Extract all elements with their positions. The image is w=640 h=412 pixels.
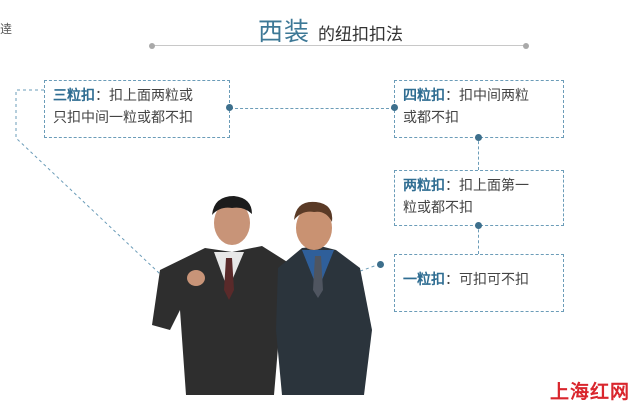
site-watermark: 上海红网 (549, 381, 630, 403)
right-man-hair (294, 201, 333, 222)
one-button-sep: ： (445, 272, 459, 288)
left-man-head (214, 201, 250, 245)
four-button-box: 四粒扣：扣中间两粒 或都不扣 (394, 80, 564, 138)
left-man-hand (187, 270, 205, 286)
connector-two-one (478, 224, 479, 254)
four-button-sep: ： (445, 88, 459, 104)
three-button-text1: 扣上面两粒或 (109, 88, 193, 104)
title-main: 西装 (258, 17, 311, 46)
left-man-hair (212, 196, 252, 215)
right-man-head (296, 206, 332, 250)
two-button-text1: 扣上面第一 (459, 178, 529, 194)
connector-three-to-figure (15, 89, 231, 341)
three-button-line1: 三粒扣：扣上面两粒或 (53, 85, 221, 107)
four-button-text2: 或都不扣 (403, 110, 459, 126)
three-button-text2: 只扣中间一粒或都不扣 (53, 110, 193, 126)
divider-dot-left (149, 43, 155, 49)
four-button-dot-left (391, 104, 398, 111)
one-button-text: 可扣可不扣 (459, 272, 529, 288)
two-button-text2: 粒或都不扣 (403, 200, 473, 216)
left-man-tie (224, 258, 234, 300)
title-sub: 的纽扣扣法 (318, 25, 404, 45)
one-button-box: 一粒扣：可扣可不扣 (394, 254, 564, 312)
three-button-key: 三粒扣 (53, 88, 95, 104)
two-button-key: 两粒扣 (403, 178, 445, 194)
right-man-suit (276, 246, 372, 395)
four-button-text1: 扣中间两粒 (459, 88, 529, 104)
two-button-box: 两粒扣：扣上面第一 粒或都不扣 (394, 170, 564, 226)
connector-four-two (478, 136, 479, 170)
four-button-key: 四粒扣 (403, 88, 445, 104)
connector-three-four (230, 108, 394, 109)
four-button-dot-bottom (475, 134, 482, 141)
three-button-dot (226, 104, 233, 111)
one-button-key: 一粒扣 (403, 272, 445, 288)
page-title: 西装的纽扣扣法 (258, 12, 403, 48)
divider-dot-right (523, 43, 529, 49)
two-button-sep: ： (445, 178, 459, 194)
three-button-sep: ： (95, 88, 109, 104)
four-button-line1: 四粒扣：扣中间两粒 (403, 85, 555, 107)
two-button-dot-bottom (475, 222, 482, 229)
title-divider (152, 45, 526, 46)
right-man-tie (313, 256, 323, 298)
one-button-dot-left (377, 261, 384, 268)
three-button-box: 三粒扣：扣上面两粒或 只扣中间一粒或都不扣 (44, 80, 230, 138)
corner-text: 逹 (0, 22, 13, 36)
two-button-line1: 两粒扣：扣上面第一 (403, 175, 555, 197)
one-button-line: 一粒扣：可扣可不扣 (403, 269, 555, 291)
